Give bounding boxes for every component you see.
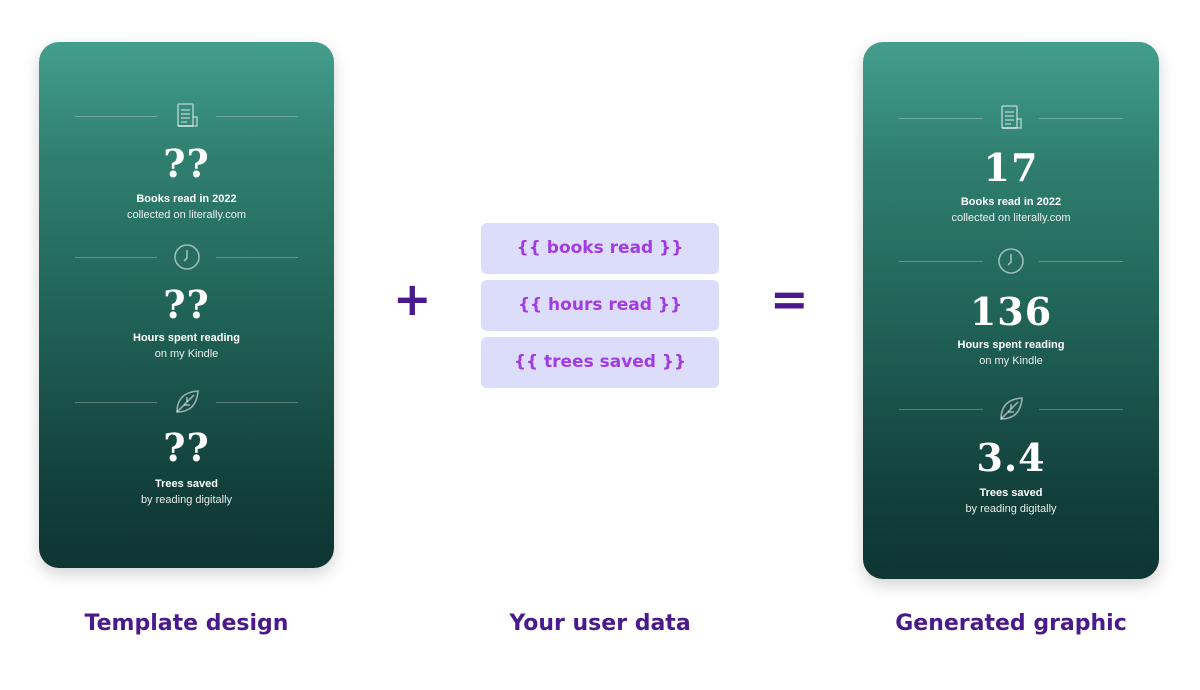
stat-sub: by reading digitally bbox=[965, 503, 1057, 515]
stat-label: Books read in 2022 bbox=[960, 196, 1062, 208]
leaf-icon bbox=[996, 394, 1026, 424]
stat-label: Hours spent reading bbox=[957, 339, 1065, 351]
document-icon bbox=[172, 101, 202, 131]
stat-divider bbox=[75, 387, 298, 417]
stat-sub: by reading digitally bbox=[140, 494, 233, 506]
data-token-trees-saved: {{ trees saved }} bbox=[481, 337, 719, 388]
stat-value: ?? bbox=[163, 425, 210, 470]
stat-sub: on my Kindle bbox=[979, 355, 1043, 367]
stat-label: Trees saved bbox=[155, 478, 218, 490]
stat-divider bbox=[899, 103, 1123, 133]
clock-icon bbox=[172, 242, 202, 272]
stat-label: Hours spent reading bbox=[133, 332, 240, 344]
caption-template-design: Template design bbox=[84, 611, 289, 636]
plus-sign: + bbox=[393, 272, 432, 326]
stat-divider bbox=[75, 101, 298, 131]
template-card: ?? Books read in 2022 collected on liter… bbox=[39, 42, 334, 568]
generated-card: 17 Books read in 2022 collected on liter… bbox=[863, 42, 1159, 579]
stat-sub: collected on literally.com bbox=[951, 212, 1071, 224]
stat-divider bbox=[899, 394, 1123, 424]
stat-label: Trees saved bbox=[979, 487, 1043, 499]
data-token-books-read: {{ books read }} bbox=[481, 223, 719, 274]
stat-sub: collected on literally.com bbox=[126, 209, 246, 221]
stat-divider bbox=[75, 242, 298, 272]
stat-divider bbox=[899, 246, 1123, 276]
stat-label: Books read in 2022 bbox=[136, 193, 237, 205]
leaf-icon bbox=[172, 387, 202, 417]
clock-icon bbox=[996, 246, 1026, 276]
equals-sign: = bbox=[770, 272, 809, 326]
caption-generated-graphic: Generated graphic bbox=[895, 611, 1127, 636]
stat-value: 136 bbox=[969, 289, 1053, 334]
data-token-hours-read: {{ hours read }} bbox=[481, 280, 719, 331]
caption-user-data: Your user data bbox=[509, 611, 691, 636]
stat-value: 3.4 bbox=[976, 435, 1046, 480]
stat-value: ?? bbox=[163, 141, 210, 186]
stat-value: 17 bbox=[983, 145, 1039, 190]
stat-sub: on my Kindle bbox=[154, 348, 219, 360]
document-icon bbox=[996, 103, 1026, 133]
stat-value: ?? bbox=[163, 282, 210, 327]
